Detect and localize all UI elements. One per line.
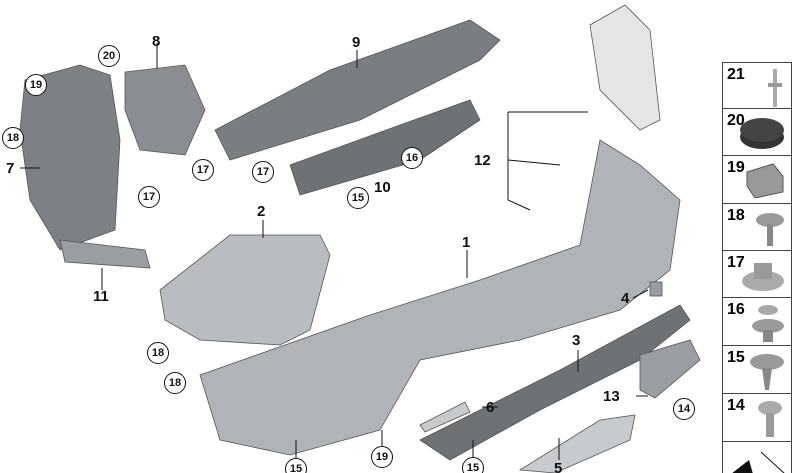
legend-item-16: 16 xyxy=(722,297,792,346)
label-7: 7 xyxy=(6,160,15,177)
label-11: 11 xyxy=(93,288,109,305)
hex-nut-washer-icon xyxy=(742,263,784,291)
oval-head-screw-icon xyxy=(758,401,782,437)
legend-item-15: 15 xyxy=(722,345,792,394)
label-13: 13 xyxy=(603,388,620,405)
legend-item-14: 14 xyxy=(722,393,792,442)
label-6: 6 xyxy=(486,399,495,416)
part-1-bumper xyxy=(199,139,681,456)
rubber-pad-icon xyxy=(740,118,784,149)
part-11-grille xyxy=(59,239,151,269)
label-2: 2 xyxy=(257,203,266,220)
label-4: 4 xyxy=(621,290,630,307)
hex-screw-washer-icon xyxy=(756,213,784,246)
callout-18: 18 xyxy=(164,372,186,394)
legend-item-19: 19 xyxy=(722,155,792,204)
label-3: 3 xyxy=(572,332,581,349)
part-6-trim xyxy=(419,401,471,433)
part-7-bracket-left xyxy=(19,64,121,251)
legend-item-18: 18 xyxy=(722,203,792,251)
callout-15: 15 xyxy=(347,187,369,209)
part-2-cover-side xyxy=(159,234,331,346)
part-8-bracket xyxy=(124,64,206,156)
callout-19: 19 xyxy=(25,74,47,96)
callout-17: 17 xyxy=(138,186,160,208)
label-12: 12 xyxy=(474,152,491,169)
part-13-reflector-frame xyxy=(639,339,701,399)
part-9-carrier xyxy=(214,19,501,161)
label-10: 10 xyxy=(374,179,391,196)
legend-item-21: 21 xyxy=(722,62,792,109)
label-5: 5 xyxy=(554,460,563,473)
expanding-rivet-icon xyxy=(752,305,784,342)
callout-18: 18 xyxy=(147,342,169,364)
part-5-trim xyxy=(518,414,636,473)
part-ghost-fender xyxy=(589,4,661,131)
callout-15: 15 xyxy=(285,458,307,473)
callout-18: 18 xyxy=(2,127,24,149)
callout-16: 16 xyxy=(401,147,423,169)
tapping-screw-icon xyxy=(750,354,784,390)
direction-arrow-icon xyxy=(732,451,785,473)
callout-17: 17 xyxy=(252,161,274,183)
label-8: 8 xyxy=(152,33,161,50)
part-4-sensor xyxy=(649,281,663,297)
clip-nut-icon xyxy=(746,163,784,198)
legend-item-17: 17 xyxy=(722,250,792,298)
label-9: 9 xyxy=(352,34,361,51)
callout-15: 15 xyxy=(462,457,484,473)
callout-19: 19 xyxy=(371,446,393,468)
callout-20: 20 xyxy=(98,45,120,67)
leader-lines xyxy=(20,43,649,460)
part-10-absorber xyxy=(289,99,481,196)
legend-item-20: 20 xyxy=(722,108,792,156)
callout-14: 14 xyxy=(673,398,695,420)
legend-item-direction-arrow xyxy=(722,441,792,473)
part-3-diffuser xyxy=(419,304,691,461)
rivet-icon xyxy=(768,69,782,107)
label-1: 1 xyxy=(462,234,471,251)
callout-17: 17 xyxy=(192,159,214,181)
